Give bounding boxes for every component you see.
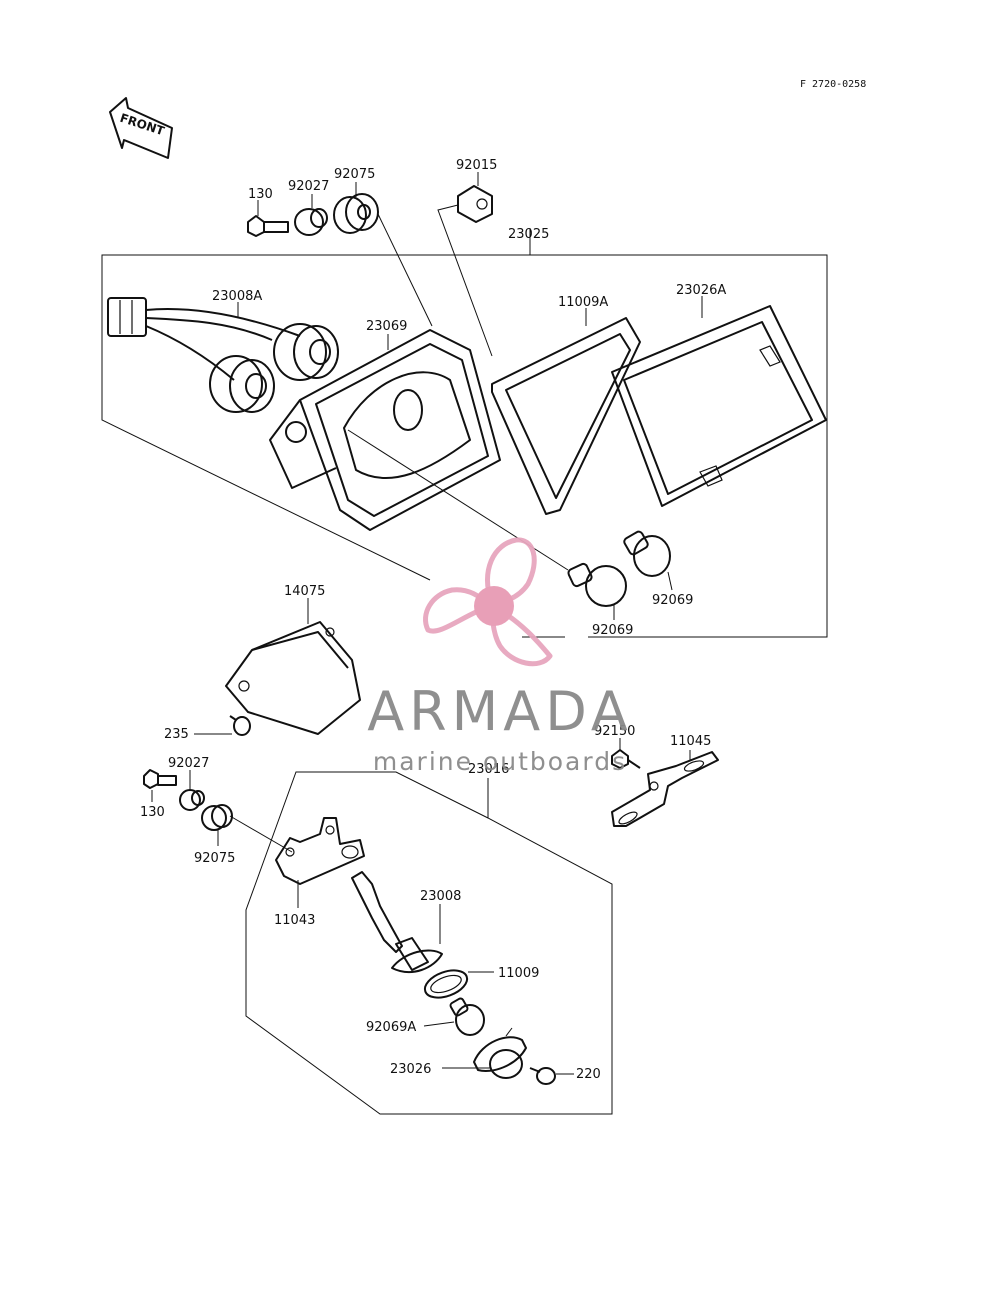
nut-92015-icon [437, 172, 493, 357]
lens-23026-icon [442, 1027, 527, 1079]
label-23016: 23016 [468, 762, 509, 777]
front-arrow-icon: FRONT [109, 97, 173, 159]
cover-14075-icon [225, 598, 361, 735]
label-11045: 11045 [670, 734, 711, 749]
label-235: 235 [164, 727, 189, 742]
label-92150: 92150 [594, 724, 635, 739]
tail-lamp-assembly-frame [101, 228, 828, 638]
armada-watermark: ARMADA marine outboards [367, 537, 633, 776]
gasket-11009A-icon [491, 308, 641, 515]
propeller-logo-icon [423, 537, 553, 667]
bracket-11043-icon [275, 817, 365, 908]
lamp-housing-23069-icon [269, 329, 569, 571]
gasket-11009-icon [423, 969, 494, 999]
label-92027-lower: 92027 [168, 756, 209, 771]
bulb-92069A-icon [423, 997, 485, 1036]
propeller-hub [474, 586, 514, 626]
collar-92027-icon [294, 194, 328, 236]
license-lamp-assembly-frame [245, 771, 613, 1115]
screw-220-icon [529, 1067, 574, 1085]
label-14075: 14075 [284, 584, 325, 599]
watermark-brand: ARMADA [367, 680, 633, 743]
label-23008A: 23008A [212, 289, 262, 304]
wiring-harness-23008A-icon [107, 297, 339, 413]
bracket-11045-icon [611, 750, 719, 827]
lens-23026A-icon [611, 296, 827, 507]
label-11043: 11043 [274, 913, 315, 928]
label-11009: 11009 [498, 966, 539, 981]
label-92069-lower: 92069 [592, 623, 633, 638]
label-23026: 23026 [390, 1062, 431, 1077]
label-92027-upper: 92027 [288, 179, 329, 194]
collar-92027-lower-icon [179, 770, 205, 811]
bolt-130-icon [247, 200, 289, 237]
label-23008: 23008 [420, 889, 461, 904]
label-220: 220 [576, 1067, 601, 1082]
screw-235-icon [194, 715, 251, 736]
label-23026A: 23026A [676, 283, 726, 298]
socket-23008-icon [351, 871, 443, 973]
bolt-92150-icon [611, 738, 641, 769]
bulb-92069-lower-icon [567, 562, 627, 620]
grommet-92075-icon [333, 182, 433, 327]
label-11009A: 11009A [558, 295, 608, 310]
watermark-tagline: marine outboards [373, 747, 627, 776]
grommet-92075-lower-icon [201, 804, 293, 853]
label-130-lower: 130 [140, 805, 165, 820]
label-92075-upper: 92075 [334, 167, 375, 182]
bolt-130-lower-icon [143, 769, 177, 802]
label-23025: 23025 [508, 227, 549, 242]
label-23069: 23069 [366, 319, 407, 334]
label-130-upper: 130 [248, 187, 273, 202]
label-92069-upper: 92069 [652, 593, 693, 608]
label-92015: 92015 [456, 158, 497, 173]
diagram-code: F 2720-0258 [800, 79, 866, 90]
bulb-92069-upper-icon [623, 530, 673, 591]
label-92069A: 92069A [366, 1020, 416, 1035]
label-92075-lower: 92075 [194, 851, 235, 866]
